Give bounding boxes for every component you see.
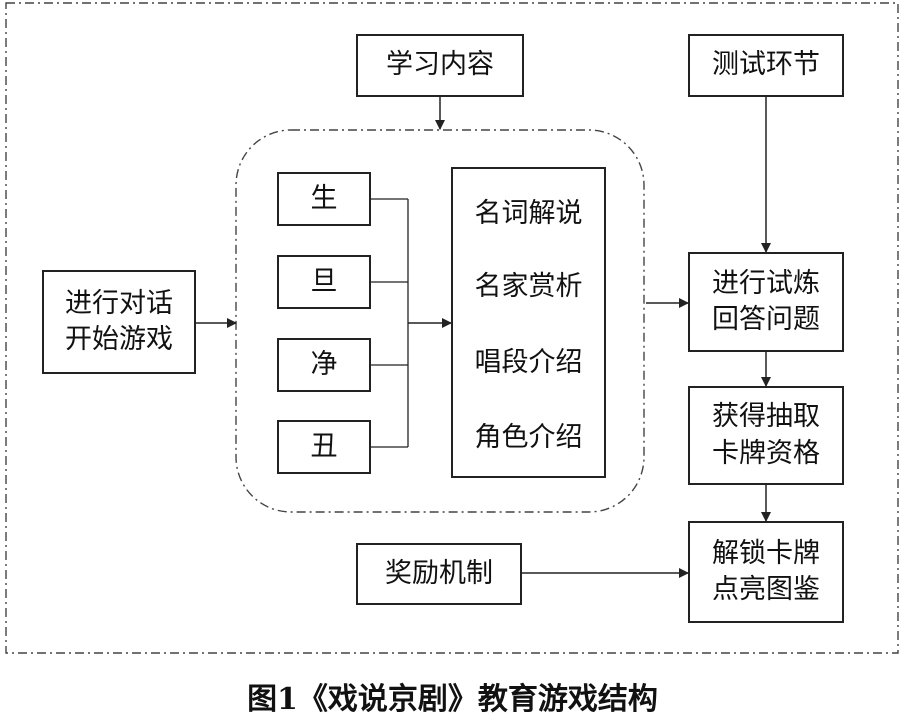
start-line1: 进行对话 bbox=[65, 287, 173, 319]
trial-line1: 进行试炼 bbox=[712, 267, 820, 299]
role-label: 生 bbox=[310, 182, 338, 214]
start-line2: 开始游戏 bbox=[65, 324, 173, 355]
learning-content-box: 学习内容 bbox=[356, 34, 524, 97]
role-box-jing: 净 bbox=[277, 338, 371, 392]
content-item: 唱段介绍 bbox=[474, 347, 583, 378]
role-box-chou: 丑 bbox=[277, 420, 371, 474]
unlock-box: 解锁卡牌 点亮图鉴 bbox=[688, 521, 844, 623]
unlock-line1: 解锁卡牌 bbox=[712, 537, 820, 569]
role-label: 净 bbox=[310, 348, 338, 380]
test-section-label: 测试环节 bbox=[712, 49, 820, 81]
test-section-box: 测试环节 bbox=[688, 34, 844, 97]
role-label: 丑 bbox=[310, 430, 338, 462]
learning-content-label: 学习内容 bbox=[386, 49, 494, 81]
role-box-sheng: 生 bbox=[277, 172, 371, 226]
role-label: 旦 bbox=[310, 265, 338, 297]
trial-box: 进行试炼 回答问题 bbox=[688, 252, 844, 352]
outer-frame bbox=[5, 2, 899, 654]
role-box-dan: 旦 bbox=[277, 255, 371, 309]
content-item: 角色介绍 bbox=[474, 422, 583, 453]
reward-label: 奖励机制 bbox=[385, 557, 493, 589]
qualify-line2: 卡牌资格 bbox=[712, 437, 820, 469]
figure-caption: 图1《戏说京剧》教育游戏结构 bbox=[247, 682, 658, 717]
reward-box: 奖励机制 bbox=[356, 543, 522, 605]
qualify-box: 获得抽取 卡牌资格 bbox=[688, 386, 844, 485]
start-game-box: 进行对话 开始游戏 bbox=[42, 270, 196, 374]
qualify-line1: 获得抽取 bbox=[712, 401, 820, 433]
content-item: 名家赏析 bbox=[474, 271, 583, 302]
unlock-line2: 点亮图鉴 bbox=[712, 574, 820, 605]
content-item: 名词解说 bbox=[474, 198, 583, 229]
content-list-box bbox=[451, 167, 606, 478]
trial-line2: 回答问题 bbox=[712, 304, 820, 335]
